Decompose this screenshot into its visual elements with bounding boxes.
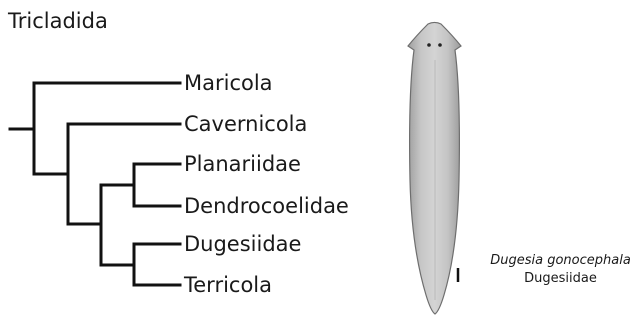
taxon-label-planariidae: Planariidae: [184, 151, 301, 177]
eye-spot-right: [438, 43, 442, 47]
taxon-label-maricola: Maricola: [184, 70, 273, 96]
species-caption: Dugesia gonocephala: [488, 252, 633, 270]
family-caption: Dugesiidae: [488, 270, 633, 288]
worm-body: [408, 23, 461, 315]
planarian-illustration: [398, 20, 473, 320]
taxon-label-terricola: Terricola: [184, 272, 272, 298]
taxon-label-dugesiidae: Dugesiidae: [184, 231, 301, 257]
eye-spot-left: [427, 43, 431, 47]
taxon-label-dendrocoelidae: Dendrocoelidae: [184, 193, 349, 219]
taxon-label-cavernicola: Cavernicola: [184, 111, 307, 137]
